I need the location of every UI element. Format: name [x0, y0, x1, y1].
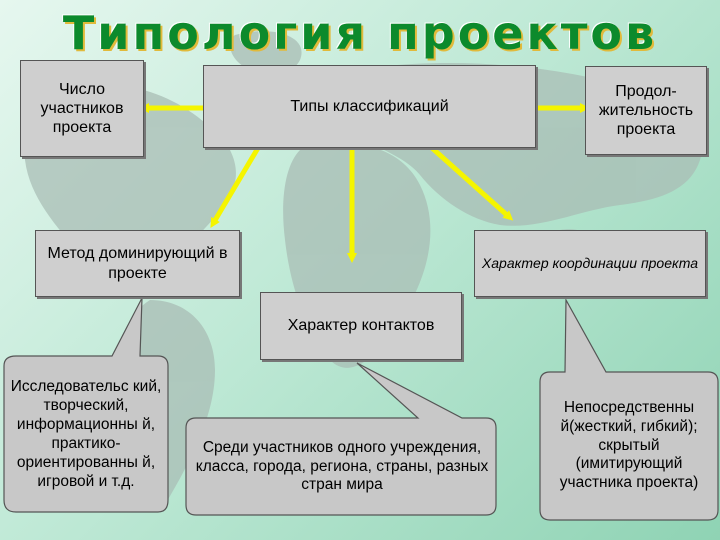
callout-methods-text: Исследовательс кий, творческий, информац… — [10, 378, 162, 490]
callout-coordination-text: Непосредственны й(жесткий, гибкий); скры… — [559, 398, 699, 492]
box-contacts: Характер контактов — [260, 292, 462, 360]
box-dominant-method: Метод доминирующий в проекте — [35, 230, 240, 297]
callout-methods-shape — [3, 297, 169, 513]
box-participants-count: Число участников проекта — [20, 60, 144, 157]
box-duration: Продол-жительность проекта — [585, 66, 707, 155]
arrow-to-method — [210, 146, 261, 229]
arrow-to-coordination — [430, 146, 514, 221]
callout-contacts-text: Среди участников одного учреждения, клас… — [195, 438, 489, 494]
page-title: Типология проектов — [62, 6, 658, 60]
box-classification-types: Типы классификаций — [203, 65, 536, 148]
box-coordination: Характер координации проекта — [474, 230, 706, 297]
callout-contacts-shape — [185, 362, 497, 516]
callout-coordination-shape — [539, 297, 719, 521]
